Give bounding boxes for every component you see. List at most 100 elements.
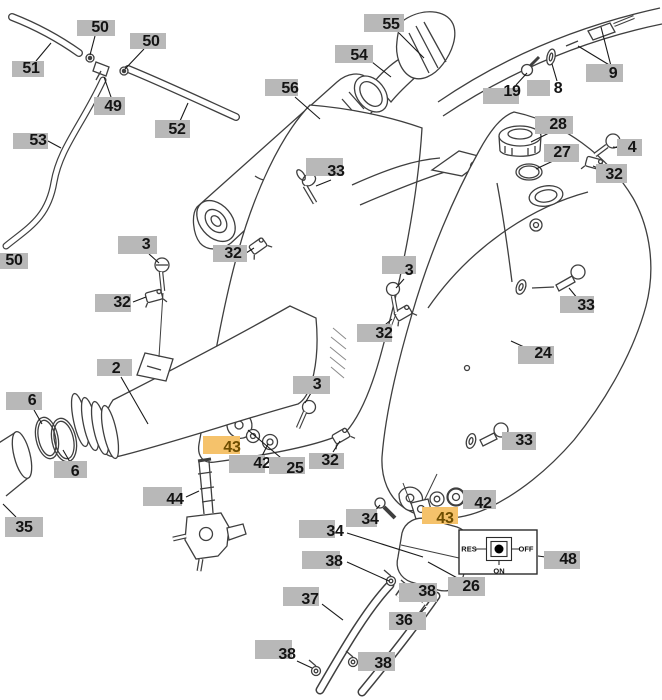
part-number-54[interactable]: 54 <box>350 47 368 64</box>
part-label-box-34[interactable] <box>299 520 335 538</box>
part-number-38[interactable]: 38 <box>418 583 436 600</box>
part-label-box-38[interactable] <box>358 652 395 671</box>
part-number-33[interactable]: 33 <box>327 163 345 180</box>
part-label-box-3[interactable] <box>118 236 157 254</box>
part-number-9[interactable]: 9 <box>608 65 618 82</box>
part-number-43[interactable]: 43 <box>436 510 454 527</box>
part-number-38[interactable]: 38 <box>278 646 296 663</box>
part-number-25[interactable]: 25 <box>286 460 304 477</box>
part-label-box-50[interactable] <box>130 33 166 49</box>
part-label-box-19[interactable] <box>483 88 519 104</box>
part-number-32[interactable]: 32 <box>321 452 339 469</box>
part-number-42[interactable]: 42 <box>253 455 271 472</box>
part-label-box-53[interactable] <box>13 133 48 149</box>
part-number-38[interactable]: 38 <box>325 553 343 570</box>
part-label-box-8[interactable] <box>527 80 550 96</box>
fuel-tank-drawing <box>381 111 652 520</box>
part-label-box-9[interactable] <box>586 64 623 82</box>
part-label-box-6[interactable] <box>54 461 87 478</box>
part-number-50[interactable]: 50 <box>5 252 23 269</box>
part-label-box-32[interactable] <box>596 164 627 183</box>
part-label-box-6[interactable] <box>6 392 42 410</box>
part-label-box-27[interactable] <box>544 144 579 162</box>
part-label-box-33[interactable] <box>560 296 594 313</box>
hoses-drawing <box>2 13 441 697</box>
part-label-box-37[interactable] <box>283 587 319 606</box>
part-label-box-26[interactable] <box>448 577 485 596</box>
part-number-48[interactable]: 48 <box>559 551 577 568</box>
part-label-box-50[interactable] <box>0 253 28 269</box>
part-number-51[interactable]: 51 <box>22 60 40 77</box>
part-label-box-42[interactable] <box>229 455 265 473</box>
part-label-box-49[interactable] <box>94 97 125 115</box>
part-number-32[interactable]: 32 <box>605 166 623 183</box>
part-label-box-32[interactable] <box>213 245 247 262</box>
part-number-19[interactable]: 19 <box>503 83 521 100</box>
part-number-53[interactable]: 53 <box>29 132 47 149</box>
part-label-box-28[interactable] <box>535 116 573 134</box>
part-number-28[interactable]: 28 <box>549 116 567 133</box>
part-number-36[interactable]: 36 <box>395 612 413 629</box>
part-number-33[interactable]: 33 <box>515 432 533 449</box>
part-label-box-44[interactable] <box>143 487 182 506</box>
part-label-box-3[interactable] <box>382 256 416 274</box>
part-label-box-38[interactable] <box>255 640 292 659</box>
part-number-24[interactable]: 24 <box>534 345 552 362</box>
part-label-box-51[interactable] <box>12 61 44 77</box>
part-number-8[interactable]: 8 <box>553 80 563 97</box>
part-label-box-35[interactable] <box>5 517 43 537</box>
part-number-6[interactable]: 6 <box>70 463 80 480</box>
part-label-box-38[interactable] <box>399 583 437 602</box>
part-label-box-48[interactable] <box>544 551 580 569</box>
part-number-6[interactable]: 6 <box>27 392 37 409</box>
part-label-box-55[interactable] <box>364 14 404 32</box>
part-label-box-54[interactable] <box>335 45 373 63</box>
part-label-box-36[interactable] <box>389 612 426 630</box>
part-number-43[interactable]: 43 <box>223 439 241 456</box>
part-label-box-43[interactable] <box>203 436 240 454</box>
part-label-box-32[interactable] <box>95 294 131 312</box>
part-number-32[interactable]: 32 <box>113 294 131 311</box>
part-label-box-50[interactable] <box>77 20 115 36</box>
part-number-38[interactable]: 38 <box>374 655 392 672</box>
part-number-4[interactable]: 4 <box>627 139 637 156</box>
part-label-box-56[interactable] <box>265 79 298 96</box>
part-label-box-34[interactable] <box>346 509 377 527</box>
part-number-49[interactable]: 49 <box>104 98 122 115</box>
part-number-37[interactable]: 37 <box>301 591 319 608</box>
part-label-box-32[interactable] <box>309 453 344 469</box>
part-number-26[interactable]: 26 <box>462 578 480 595</box>
part-label-box-38[interactable] <box>302 551 340 569</box>
hose-fittings-drawing <box>85 53 129 81</box>
part-number-3[interactable]: 3 <box>404 262 414 279</box>
part-number-33[interactable]: 33 <box>577 297 595 314</box>
part-label-box-24[interactable] <box>518 346 554 364</box>
part-label-box-42[interactable] <box>463 490 496 509</box>
part-number-34[interactable]: 34 <box>326 523 344 540</box>
part-number-50[interactable]: 50 <box>91 19 109 36</box>
part-number-3[interactable]: 3 <box>141 236 151 253</box>
part-number-3[interactable]: 3 <box>312 376 322 393</box>
part-number-56[interactable]: 56 <box>281 80 299 97</box>
part-number-44[interactable]: 44 <box>166 491 184 508</box>
part-number-50[interactable]: 50 <box>142 33 160 50</box>
part-number-34[interactable]: 34 <box>361 511 379 528</box>
part-number-2[interactable]: 2 <box>111 360 121 377</box>
part-label-box-4[interactable] <box>617 139 642 156</box>
part-label-box-33[interactable] <box>306 158 343 176</box>
part-number-52[interactable]: 52 <box>168 121 186 138</box>
part-label-box-25[interactable] <box>269 457 305 474</box>
part-number-55[interactable]: 55 <box>382 16 400 33</box>
part-label-box-43[interactable] <box>422 507 458 524</box>
part-label-box-32[interactable] <box>357 324 392 342</box>
part-number-27[interactable]: 27 <box>553 144 571 161</box>
part-number-32[interactable]: 32 <box>375 325 393 342</box>
part-label-box-52[interactable] <box>155 120 190 138</box>
part-label-box-2[interactable] <box>97 359 132 376</box>
part-number-42[interactable]: 42 <box>474 495 492 512</box>
part-number-32[interactable]: 32 <box>224 245 242 262</box>
part-number-35[interactable]: 35 <box>15 519 33 536</box>
part-label-box-33[interactable] <box>502 432 536 450</box>
part-label-box-3[interactable] <box>293 376 330 394</box>
intake-boot-drawing <box>70 305 318 460</box>
